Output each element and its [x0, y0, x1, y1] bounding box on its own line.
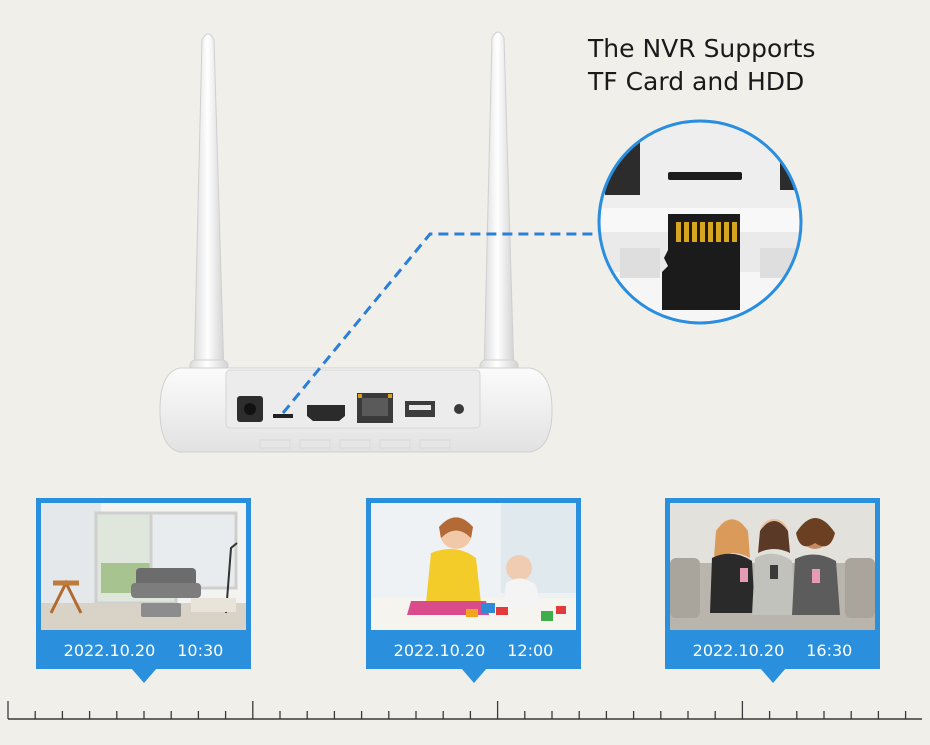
ethernet-port: [357, 393, 393, 423]
recording-time: 16:30: [806, 640, 853, 660]
recording-time: 10:30: [177, 640, 224, 660]
headline-line-2: TF Card and HDD: [588, 67, 805, 96]
recording-timestamp: 2022.10.20 16:30: [665, 631, 880, 669]
zoom-callout: [597, 119, 803, 325]
timeline-pointer: [130, 668, 157, 683]
recording-timestamp: 2022.10.20 10:30: [36, 631, 251, 669]
power-dc-port: [237, 396, 263, 422]
headline-line-1: The NVR Supports: [588, 34, 816, 63]
timeline-ticks: [7, 701, 907, 719]
recording-timestamp: 2022.10.20 12:00: [366, 631, 581, 669]
recording-card-1[interactable]: 2022.10.20 10:30: [36, 498, 251, 683]
nvr-body: [159, 367, 553, 453]
recording-thumbnail-children-playing: [371, 503, 576, 630]
recording-date: 2022.10.20: [63, 640, 156, 660]
recording-card-2[interactable]: 2022.10.20 12:00: [366, 498, 581, 683]
recording-card-3[interactable]: 2022.10.20 16:30: [665, 498, 880, 683]
recording-thumbnail-living-room: [41, 503, 246, 630]
nvr-device-illustration: [159, 31, 803, 453]
timeline-ruler[interactable]: [0, 695, 930, 735]
usb-port: [405, 401, 435, 417]
headline: The NVR Supports TF Card and HDD: [588, 32, 815, 98]
tf-card-slot: [273, 414, 293, 418]
micro-sd-card-icon: [662, 214, 740, 310]
timeline-pointer: [460, 668, 487, 683]
recording-time: 12:00: [507, 640, 554, 660]
reset-hole: [454, 404, 464, 414]
hdmi-port: [307, 405, 345, 421]
recording-date: 2022.10.20: [692, 640, 785, 660]
timeline-pointer: [759, 668, 786, 683]
recording-thumbnail-friends-on-sofa: [670, 503, 875, 630]
dashed-connector-line: [281, 232, 598, 414]
recording-date: 2022.10.20: [393, 640, 486, 660]
